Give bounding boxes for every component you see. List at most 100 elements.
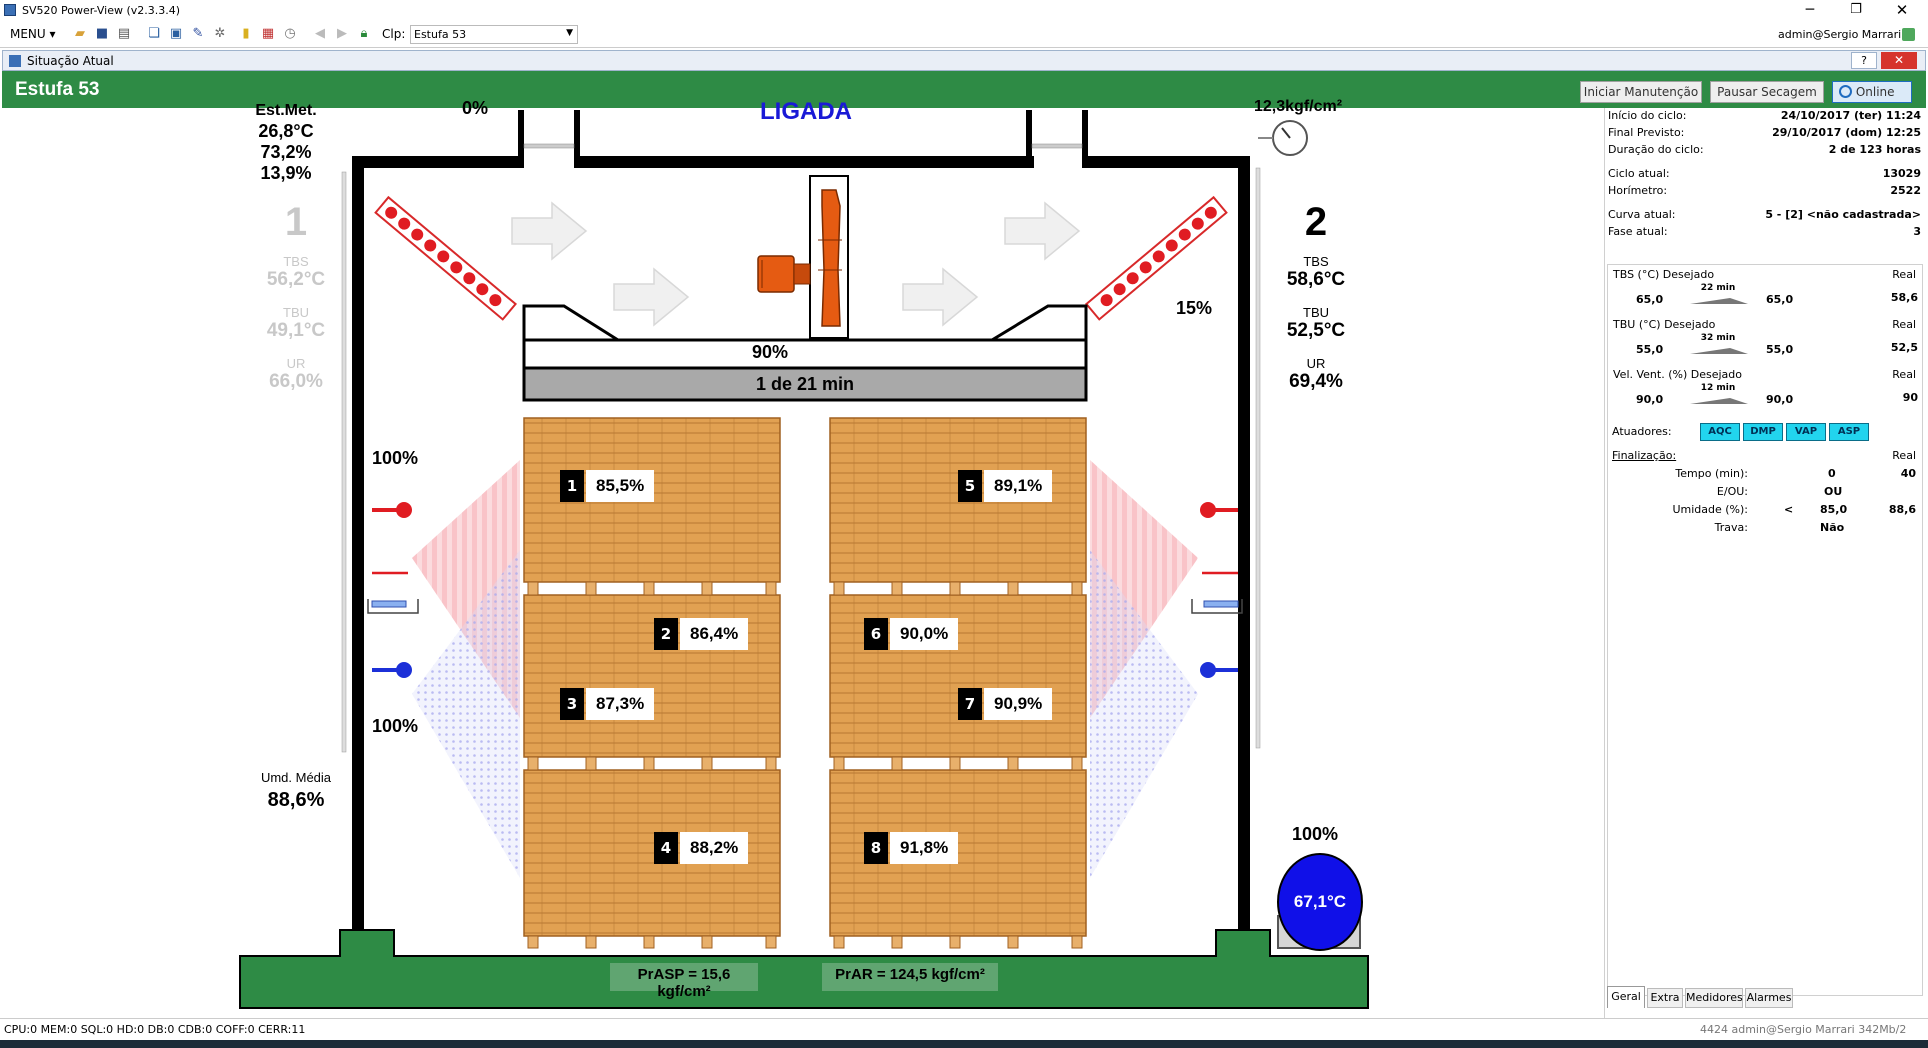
umidade-operator: < (1784, 503, 1794, 516)
zone-2-ur: 69,4% (1289, 371, 1343, 392)
zone-2-tbu: 52,5°C (1286, 320, 1346, 341)
child-window-title: Situação Atual (27, 54, 114, 68)
sensor-6-number: 6 (864, 618, 888, 650)
tbu-ramp (1690, 346, 1750, 354)
kiln-diagram: Est.Met. 26,8°C 73,2% 13,9% 0% LIGADA 12… (2, 98, 1602, 1018)
damper-left-pct: 0% (462, 98, 489, 118)
zone-2-tbu-label: TBU (1303, 305, 1329, 320)
vent-to: 90,0 (1766, 393, 1794, 406)
window-title: SV520 Power-View (v2.3.3.4) (22, 4, 181, 17)
right-pipe (1255, 167, 1261, 749)
child-close-button[interactable]: ✕ (1881, 52, 1917, 69)
zone-2-number: 2 (1304, 200, 1328, 244)
left-heater (374, 195, 518, 321)
fan-motor (757, 175, 849, 339)
zone-1-tbu: 49,1°C (266, 320, 326, 341)
row-curva: Curva atual:5 - [2] <não cadastrada> (1608, 208, 1921, 221)
left-pipe (341, 171, 347, 753)
row-fase: Fase atual:3 (1608, 225, 1921, 238)
trava-label: Trava: (1714, 521, 1748, 534)
zone-2-panel: 2 TBS 58,6°C TBU 52,5°C UR 69,4% (1266, 198, 1366, 393)
row-duracao: Duração do ciclo:2 de 123 horas (1608, 143, 1921, 156)
fan-deck (522, 304, 1088, 402)
pause-drying-button[interactable]: Pausar Secagem (1710, 81, 1824, 103)
bottom-valve-pct: 100% (372, 716, 419, 736)
page-title: Estufa 53 (15, 79, 100, 100)
zone-2-tbs-label: TBS (1303, 254, 1329, 269)
left-airflow-zones (412, 460, 520, 878)
clock-icon[interactable]: ◷ (284, 26, 296, 41)
save-icon[interactable]: ■ (95, 26, 109, 41)
est-met-value: 13,9% (260, 163, 312, 183)
restore-button[interactable]: ❐ (1850, 2, 1862, 17)
database-icon[interactable]: ▮ (242, 26, 250, 41)
tbu-from: 55,0 (1636, 343, 1664, 356)
lock-icon[interactable]: 🔒︎ (360, 26, 368, 41)
umidade-label: Umidade (%): (1672, 503, 1748, 516)
report-icon[interactable]: ▦ (261, 26, 275, 41)
eou-value: OU (1824, 485, 1843, 498)
toolbar: MENU ▾ ▰ ■ ▤ ❏ ▣ ✎ ✲ ▮ ▦ ◷ ◀ ▶ 🔒︎ Clp: E… (0, 22, 1928, 48)
open-folder-icon[interactable]: ▰ (75, 26, 85, 41)
panel-tabs: Geral Extra Medidores Alarmes (1607, 986, 1923, 1008)
zone-2-tbs: 58,6°C (1286, 269, 1346, 290)
actuator-asp[interactable]: ASP (1829, 423, 1869, 441)
avg-humidity-label: Umd. Média (260, 770, 332, 785)
avg-humidity: Umd. Média 88,6% (246, 770, 346, 812)
sensor-1-value: 85,5% (586, 470, 654, 502)
tbs-time: 22 min (1700, 283, 1736, 293)
tab-alarmes[interactable]: Alarmes (1745, 988, 1793, 1008)
boiler-temp: 67,1°C (1293, 892, 1347, 911)
tbs-ramp (1690, 296, 1750, 304)
zone-1-ur-label: UR (286, 356, 306, 371)
est-met-label: Est.Met. (255, 102, 317, 119)
kiln-status: LIGADA (760, 98, 852, 125)
row-final: Final Previsto:29/10/2017 (dom) 12:25 (1608, 126, 1921, 139)
tools-icon[interactable]: ✲ (214, 26, 226, 41)
actuator-aqc[interactable]: AQC (1700, 423, 1740, 441)
est-met-block: Est.Met. 26,8°C 73,2% 13,9% (246, 100, 326, 184)
tab-geral[interactable]: Geral (1607, 986, 1645, 1008)
chevron-down-icon: ▼ (566, 28, 573, 38)
top-valve-pct: 100% (372, 448, 419, 468)
row-horimetro: Horímetro:2522 (1608, 184, 1921, 197)
windows-icon[interactable]: ❏ (148, 26, 160, 41)
help-button[interactable]: ? (1851, 52, 1877, 69)
menu-button[interactable]: MENU ▾ (10, 27, 56, 41)
umidade-real: 88,6 (1888, 503, 1916, 516)
sensor-5-value: 89,1% (984, 470, 1052, 502)
tbu-to: 55,0 (1766, 343, 1794, 356)
forward-icon[interactable]: ▶ (337, 26, 347, 41)
minimize-button[interactable]: ─ (1805, 2, 1815, 18)
sensor-4-number: 4 (654, 832, 678, 864)
actuator-vap[interactable]: VAP (1786, 423, 1826, 441)
est-met-humidity: 73,2% (260, 142, 312, 162)
right-heater-pct: 15% (1176, 298, 1213, 318)
vent-from: 90,0 (1636, 393, 1664, 406)
start-maintenance-button[interactable]: Iniciar Manutenção (1580, 81, 1702, 103)
pressure-gauge-icon (1258, 120, 1308, 156)
status-bar: CPU:0 MEM:0 SQL:0 HD:0 DB:0 CDB:0 COFF:0… (0, 1018, 1928, 1040)
vent-ramp (1690, 396, 1750, 404)
tab-extra[interactable]: Extra (1647, 988, 1683, 1008)
tempo-real: 40 (1900, 467, 1916, 480)
sensor-7-value: 90,9% (984, 688, 1052, 720)
kiln-floor (239, 929, 1369, 1009)
edit-icon[interactable]: ✎ (192, 26, 204, 41)
os-taskbar (0, 1040, 1928, 1048)
est-met-temp: 26,8°C (258, 121, 314, 141)
app-icon (4, 4, 16, 16)
close-button[interactable]: ✕ (1895, 1, 1909, 19)
online-button[interactable]: Online (1832, 81, 1912, 103)
clp-select[interactable]: Estufa 53 ▼ (410, 25, 578, 44)
header-bar: Estufa 53 Iniciar Manutenção Pausar Seca… (2, 71, 1926, 108)
actuator-dmp[interactable]: DMP (1743, 423, 1783, 441)
tab-medidores[interactable]: Medidores (1685, 988, 1743, 1008)
monitor-icon[interactable]: ▣ (169, 26, 183, 41)
print-icon[interactable]: ▤ (117, 26, 131, 41)
sensor-2-number: 2 (654, 618, 678, 650)
back-icon[interactable]: ◀ (315, 26, 325, 41)
sensor-6-value: 90,0% (890, 618, 958, 650)
fan-speed: 90% (752, 342, 789, 362)
